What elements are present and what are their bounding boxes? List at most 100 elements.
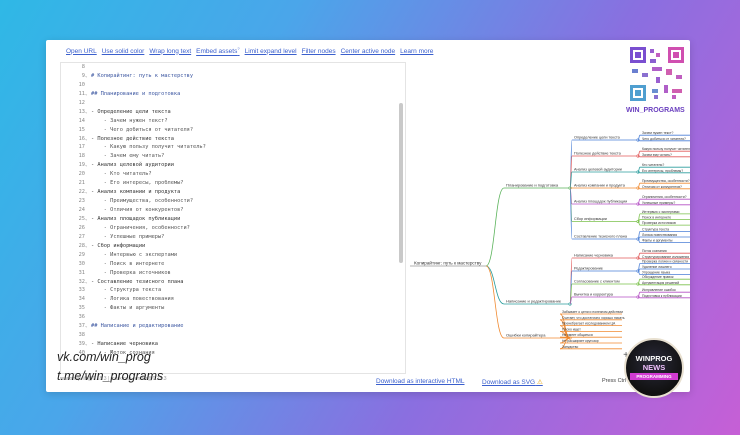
editor-line[interactable]: 40 - Поток сознания [61,349,405,358]
mindmap-leaf-node[interactable]: Подготовка к публикации [642,294,682,298]
mindmap-child-node[interactable]: Редактирование [574,267,603,271]
mindmap-root-node[interactable]: Копирайтинг: путь к мастерству [414,260,482,266]
mindmap-leaf-node[interactable]: Структурирование изложения [642,255,689,259]
mindmap-child-node[interactable]: Согласование с клиентом [574,280,620,284]
mindmap-leaf-node[interactable]: Упрощение языка [642,271,670,275]
editor-line[interactable]: 32⌄- Составление тезисного плана [61,278,405,287]
mindmap-leaf-node[interactable]: Поиск в интернете [642,216,671,220]
mindmap-child-node[interactable]: Полезное действие текста [574,152,622,156]
mindmap-branch-node[interactable]: Планирование и подготовка [506,183,559,188]
editor-line[interactable]: 13⌄- Определение цели текста [61,108,405,117]
fold-chevron-icon[interactable]: ⌄ [85,189,88,195]
mindmap-leaf-node[interactable]: Поток сознания [642,249,667,253]
mindmap-leaf-node[interactable]: Интервью с экспертами [642,210,679,214]
editor-line[interactable]: 8 [61,63,405,72]
mindmap-leaf-node[interactable]: Кто читатель? [642,163,664,167]
embed-assets-link[interactable]: Embed assets? [196,46,239,55]
mindmap-leaf-node[interactable]: Зачем нужен текст? [642,131,674,135]
mindmap-leaf-node[interactable]: Аргументация решений [642,281,679,285]
editor-line[interactable]: 33 - Структура текста [61,286,405,295]
mindmap-leaf-node[interactable]: Ограничения, особенности? [642,195,687,199]
editor-line[interactable]: 25⌄- Анализ площадок публикации [61,215,405,224]
mindmap-leaf-node[interactable]: Его интересы, проблемы? [642,169,683,173]
mindmap-leaf-node[interactable]: Структура текста [642,227,669,231]
editor-scrollbar[interactable] [399,103,403,263]
mindmap-child-node[interactable]: Сбор информации [574,217,607,221]
mindmap-canvas[interactable]: Копирайтинг: путь к мастерству Планирован… [408,62,690,374]
editor-line[interactable]: 36 [61,313,405,322]
wrap-long-text-link[interactable]: Wrap long text [149,47,192,55]
editor-line[interactable]: 35 - Факты и аргументы [61,304,405,313]
editor-line[interactable]: 24 - Отличия от конкурентов? [61,206,405,215]
editor-line[interactable]: 10 [61,81,405,90]
mindmap-child-node[interactable]: Анализ компании и продукта [574,184,626,188]
editor-line[interactable]: 31 - Проверка источников [61,269,405,278]
fold-chevron-icon[interactable]: ⌄ [85,341,88,347]
mindmap-leaf-node[interactable]: Проверка источников [642,221,676,225]
download-svg-link[interactable]: Download as SVG ⚠ [482,378,543,386]
mindmap-leaf-node[interactable]: Отличия от конкурентов? [642,185,682,189]
mindmap-leaf-node[interactable]: Занудство [562,345,578,349]
editor-line[interactable]: 30 - Поиск в интернете [61,260,405,269]
mindmap-leaf-node[interactable]: Плохо ищет [562,327,581,331]
editor-line[interactable]: 12 [61,99,405,108]
editor-line[interactable]: 14 - Зачем нужен текст? [61,117,405,126]
help-icon[interactable]: ? [237,46,240,52]
learn-more-link[interactable]: Learn more [400,47,434,55]
editor-line[interactable]: 18 - Зачем ему читать? [61,152,405,161]
editor-line[interactable]: 11⌄## Планирование и подготовка [61,90,405,99]
editor-line[interactable]: 22⌄- Анализ компании и продукта [61,188,405,197]
download-html-link[interactable]: Download as interactive HTML [376,378,465,385]
editor-line[interactable]: 20 - Кто читатель? [61,170,405,179]
mindmap-leaf-node[interactable]: Преимущества, особенности? [642,179,690,183]
fold-chevron-icon[interactable]: ⌄ [85,278,88,284]
mindmap-leaf-node[interactable]: Факты и аргументы [642,239,673,243]
editor-line[interactable]: 39⌄- Написание черновика [61,340,405,349]
editor-line[interactable]: 27 - Успешные примеры? [61,233,405,242]
mindmap-leaf-node[interactable]: Исправление ошибок [642,288,676,292]
mindmap-leaf-node[interactable]: Успешные примеры? [642,201,675,205]
mindmap-branch-node[interactable]: Написание и редактирование [506,299,562,304]
fold-chevron-icon[interactable]: ⌄ [85,215,88,221]
editor-line[interactable]: 29 - Интервью с экспертами [61,251,405,260]
mindmap-leaf-node[interactable]: Не расширяет кругозор [562,339,599,343]
editor-line[interactable]: 15 - Чего добиться от читателя? [61,126,405,135]
fold-chevron-icon[interactable]: ⌄ [85,162,88,168]
mindmap-child-node[interactable]: Анализ площадок публикации [574,200,627,204]
filter-nodes-link[interactable]: Filter nodes [301,47,336,55]
editor-line[interactable]: 21 - Его интересы, проблемы? [61,179,405,188]
fold-chevron-icon[interactable]: ⌄ [85,72,88,78]
fold-chevron-icon[interactable]: ⌄ [85,242,88,248]
mindmap-child-node[interactable]: Написание черновика [574,254,614,258]
editor-line[interactable]: 37⌄## Написание и редактирование [61,322,405,331]
mindmap-leaf-node[interactable]: Логика повествования [642,233,677,237]
fold-chevron-icon[interactable]: ⌄ [85,90,88,96]
mindmap-leaf-node[interactable]: Какую пользу получит читатель? [642,147,690,151]
mindmap-leaf-node[interactable]: Обсуждение правок [642,275,674,279]
center-active-node-link[interactable]: Center active node [340,47,396,55]
mindmap-child-node[interactable]: Анализ целевой аудитории [574,168,622,172]
editor-line[interactable]: 23 - Преимущества, особенности? [61,197,405,206]
mindmap-branch-node[interactable]: Ошибки копирайтера [506,333,546,338]
open-url-link[interactable]: Open URL [66,47,97,55]
fold-chevron-icon[interactable]: ⌄ [85,135,88,141]
mindmap-leaf-node[interactable]: Не умеет общаться [562,333,593,337]
mindmap-leaf-node[interactable]: Чего добиться от читателя? [642,137,686,141]
limit-expand-level-link[interactable]: Limit expand level [244,47,297,55]
editor-line[interactable]: 16⌄- Полезное действие текста [61,135,405,144]
editor-line[interactable]: 17 - Какую пользу получит читатель? [61,143,405,152]
fold-chevron-icon[interactable]: ⌄ [85,323,88,329]
editor-line[interactable]: 9⌄# Копирайтинг: путь к мастерству [61,72,405,81]
mindmap-leaf-node[interactable]: Считает, что достаточно хорошо писать [562,316,625,320]
editor-line[interactable]: 26 - Ограничения, особенности? [61,224,405,233]
mindmap-child-node[interactable]: Определение цели текста [574,136,621,140]
mindmap-leaf-node[interactable]: Забывает о цели и полезном действии [562,310,623,314]
use-solid-color-link[interactable]: Use solid color [101,47,145,55]
mindmap-child-node[interactable]: Составление тезисного плана [574,235,628,239]
mindmap-child-node[interactable]: Вычитка и корректура [574,293,614,297]
editor-line[interactable]: 34 - Логика повествования [61,295,405,304]
mindmap-leaf-node[interactable]: Пренебрегает исследованием ЦА [562,322,616,326]
fold-chevron-icon[interactable]: ⌄ [85,108,88,114]
mindmap-leaf-node[interactable]: Удаление лишнего [642,265,672,269]
